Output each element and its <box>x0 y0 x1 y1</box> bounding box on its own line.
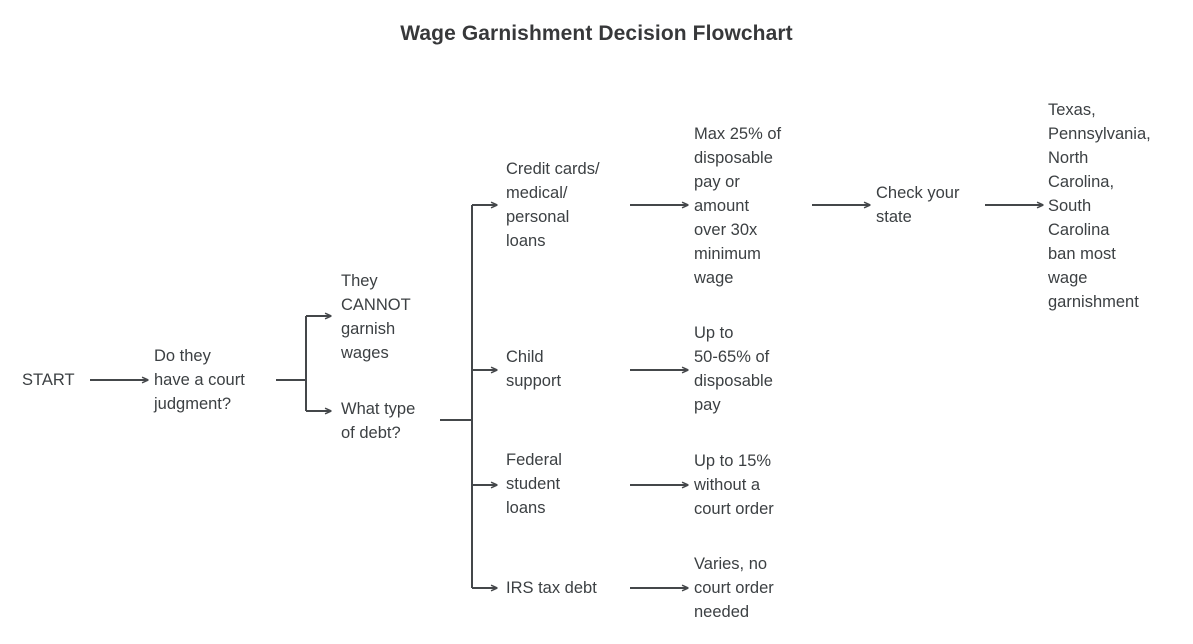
node-outcome-irs[interactable]: Varies, no court order needed <box>694 555 774 621</box>
node-debt-student-loans[interactable]: Federal student loans <box>506 451 562 517</box>
node-state-bans[interactable]: Texas, Pennsylvania, North Carolina, Sou… <box>1048 101 1151 311</box>
node-outcome-credit-cards[interactable]: Max 25% of disposable pay or amount over… <box>694 125 782 287</box>
node-outcome-student-loans[interactable]: Up to 15% without a court order <box>694 452 774 518</box>
page-title: Wage Garnishment Decision Flowchart <box>400 22 793 45</box>
node-debt-type-question[interactable]: What type of debt? <box>341 400 416 442</box>
node-debt-child-support[interactable]: Child support <box>506 348 562 390</box>
node-check-your-state[interactable]: Check your state <box>876 184 960 226</box>
node-start[interactable]: START <box>22 371 75 389</box>
node-debt-irs[interactable]: IRS tax debt <box>506 579 597 597</box>
node-outcome-child-support[interactable]: Up to 50-65% of disposable pay <box>694 324 773 414</box>
node-judgment-question[interactable]: Do they have a court judgment? <box>154 347 245 413</box>
node-cannot-garnish[interactable]: They CANNOT garnish wages <box>341 272 411 362</box>
node-debt-credit-cards[interactable]: Credit cards/ medical/ personal loans <box>506 160 600 250</box>
